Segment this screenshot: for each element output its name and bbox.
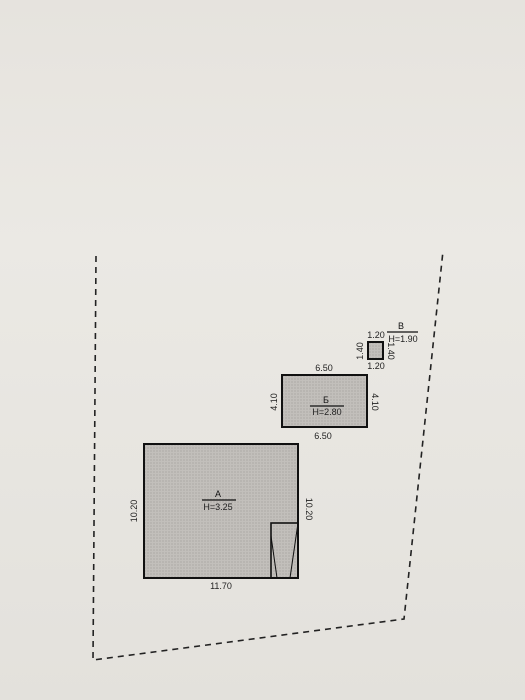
building-v-right-dim: 1.40 (386, 342, 396, 360)
building-v-left-dim: 1.40 (355, 342, 365, 360)
building-a-outline (143, 443, 299, 579)
site-boundary (92, 250, 444, 661)
building-b-label: Б (323, 395, 329, 405)
building-b-height: H=2.80 (312, 407, 341, 417)
building-b-right-dim: 4.10 (370, 393, 380, 411)
building-b-outline (281, 374, 368, 428)
building-b-left-dim: 4.10 (269, 393, 279, 411)
building-b-top-dim: 6.50 (315, 363, 333, 373)
building-a-label: А (215, 489, 221, 499)
building-v-label: В (398, 321, 404, 331)
building-a-height: H=3.25 (203, 502, 232, 512)
building-a-annex-diagonal (270, 535, 278, 579)
building-a-annex-diagonal-2 (289, 522, 299, 579)
building-a-width-dim: 11.70 (210, 581, 232, 591)
building-v-height: H=1.90 (388, 334, 417, 344)
building-v-bottom-dim: 1.20 (367, 361, 385, 371)
building-a: А H=3.25 11.70 10.20 10.20 (129, 443, 314, 591)
building-b: Б H=2.80 6.50 6.50 4.10 4.10 (269, 363, 380, 441)
building-v-outline (367, 341, 384, 360)
building-a-left-dim: 10.20 (129, 500, 139, 523)
building-a-annex (270, 522, 299, 579)
building-b-bottom-dim: 6.50 (314, 431, 332, 441)
building-v-top-dim: 1.20 (367, 330, 385, 340)
building-v: В H=1.90 1.20 1.20 1.40 1.40 (355, 321, 418, 371)
building-a-right-dim: 10.20 (304, 498, 314, 521)
